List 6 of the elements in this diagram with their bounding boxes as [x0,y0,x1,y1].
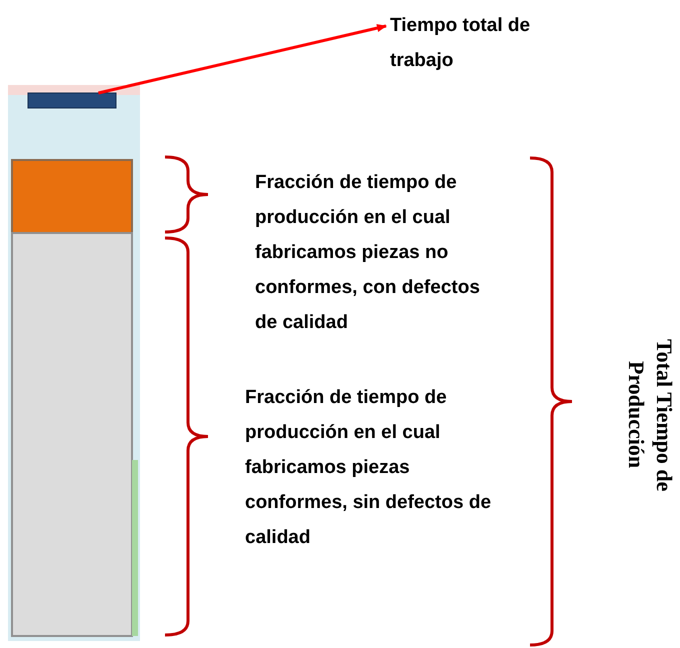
bar-segment [28,92,116,108]
annotation-text: Total Tiempo de Producción [623,338,678,494]
annotation-text: Fracción de tiempo de producción en el cual fabricamos piezas conformes, sin defectos de calidad [245,386,492,550]
arrow [98,24,387,94]
annotation-text: Fracción de tiempo de producción en el cual fabricamos piezas no conformes, con defectos de calidad [255,171,481,335]
callout-text: Tiempo total de trabajo [390,8,590,78]
